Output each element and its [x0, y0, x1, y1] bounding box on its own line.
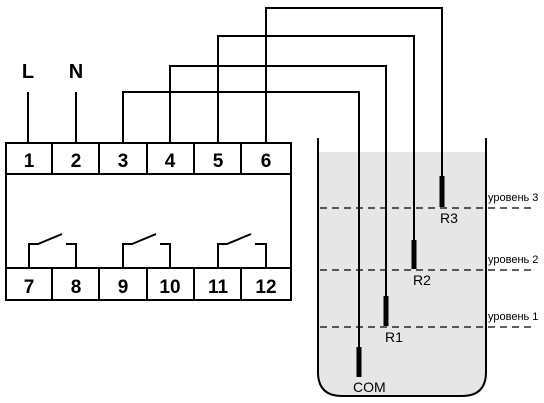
label-level-3: уровень 3: [488, 192, 538, 204]
relay-body: [5, 142, 292, 301]
terminal-10: 10: [159, 277, 180, 298]
relay-contact-3-icon: [217, 233, 267, 268]
tank-wall: [317, 138, 487, 397]
label-level-1: уровень 1: [488, 311, 538, 323]
wire-r2: [217, 35, 415, 240]
terminal-11: 11: [208, 277, 229, 298]
terminal-1: 1: [24, 151, 35, 172]
label-com: COM: [353, 379, 386, 395]
relay-contact-2-icon: [122, 233, 171, 268]
terminal-8: 8: [71, 277, 82, 298]
terminal-6: 6: [261, 151, 272, 172]
tank-water: [318, 152, 486, 396]
label-r1: R1: [385, 329, 403, 345]
label-line: L: [22, 61, 34, 83]
label-r3: R3: [440, 210, 458, 226]
bottom-terminal-dividers: [51, 268, 242, 300]
wire-r1: [169, 65, 387, 296]
terminal-3: 3: [118, 151, 129, 172]
relay-contact-1-icon: [28, 233, 77, 268]
terminal-12: 12: [255, 277, 276, 298]
top-terminal-dividers: [51, 143, 242, 174]
wire-com: [122, 91, 360, 347]
terminal-2: 2: [71, 151, 82, 172]
wire-r3: [265, 7, 443, 176]
terminal-9: 9: [118, 277, 129, 298]
label-r2: R2: [413, 272, 431, 288]
label-neutral: N: [69, 61, 83, 83]
terminal-7: 7: [24, 277, 35, 298]
terminal-5: 5: [213, 151, 224, 172]
terminal-4: 4: [165, 151, 176, 172]
label-level-2: уровень 2: [488, 254, 538, 266]
